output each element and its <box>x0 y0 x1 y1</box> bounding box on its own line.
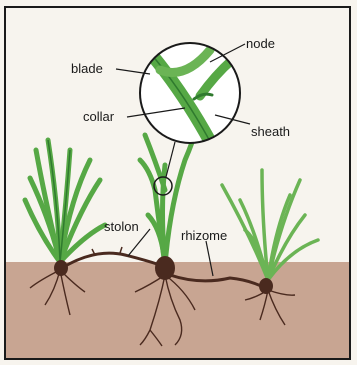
label-blade: blade <box>71 61 103 76</box>
left-crown <box>54 260 68 276</box>
label-stolon: stolon <box>104 219 139 234</box>
label-collar: collar <box>83 109 115 124</box>
center-crown <box>155 256 175 280</box>
label-rhizome: rhizome <box>181 228 227 243</box>
label-node: node <box>246 36 275 51</box>
magnified-inset <box>140 43 240 145</box>
label-sheath: sheath <box>251 124 290 139</box>
right-crown <box>259 278 273 294</box>
